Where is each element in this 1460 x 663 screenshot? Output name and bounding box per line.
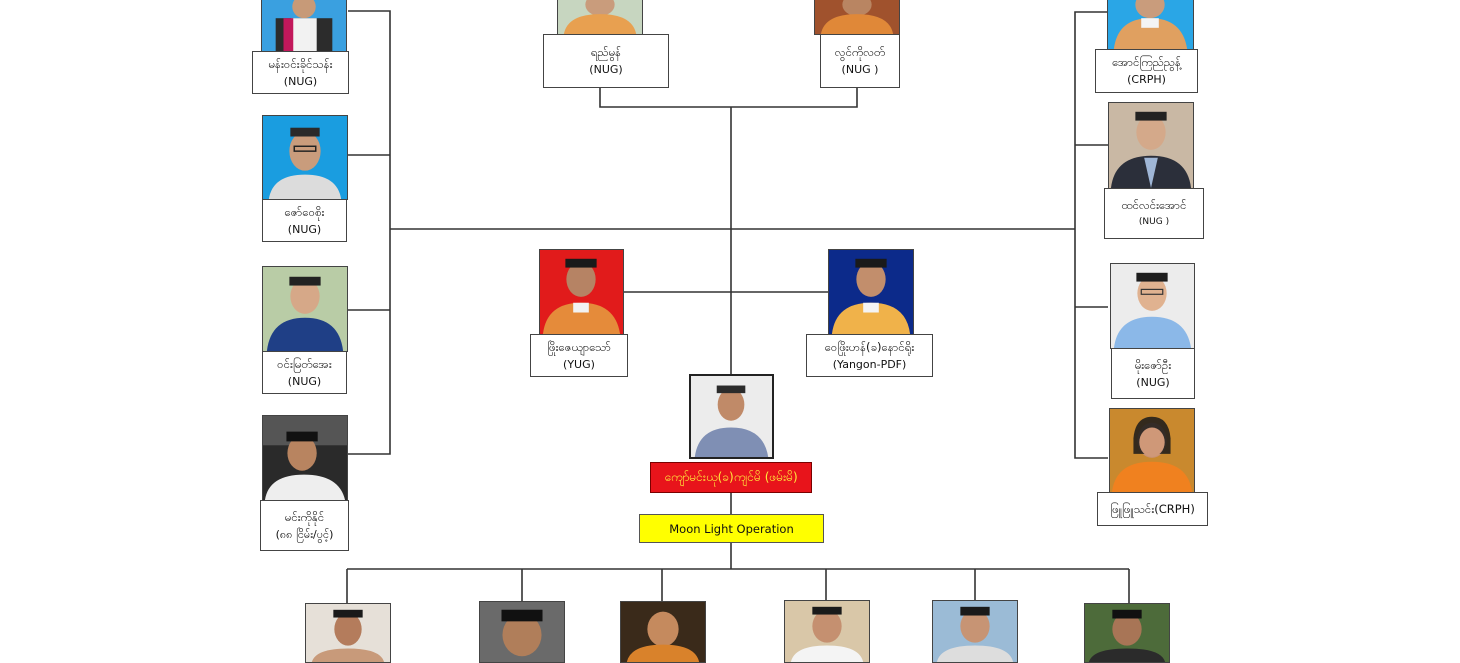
person-name: ဝင်းမြတ်အေး [277, 356, 332, 371]
person-org: (CRPH) [1127, 73, 1166, 86]
label-phyo-zeya-thaw: ဖြိုးဇေယျာသော် (YUG) [530, 334, 628, 377]
label-htin-lin-aung: ထင်လင်းအောင် (NUG ) [1104, 188, 1204, 239]
portrait-icon [480, 602, 564, 662]
person-org: (NUG) [287, 222, 322, 236]
person-org: (YUG) [563, 357, 595, 371]
photo-zaw-wai-soe [262, 115, 348, 200]
portrait-icon [1109, 103, 1193, 188]
photo-phyo-zeya-thaw [539, 249, 624, 335]
person-name: ထင်လင်းအောင် [1121, 197, 1187, 212]
photo-center-person [689, 374, 774, 459]
person-name: မန်းဝင်းခိုင်သန်း [268, 56, 333, 71]
person-org: (NUG) [589, 63, 623, 76]
person-name: ဇော်ဝေစိုး [284, 204, 325, 219]
label-mann-win-khaing-than: မန်းဝင်းခိုင်သန်း (NUG) [252, 51, 349, 94]
person-org: (၈၈ ငြိမ်း/ပွင့်) [275, 527, 334, 541]
photo-moe-zaw-oo [1110, 263, 1195, 349]
portrait-icon [1111, 264, 1194, 348]
portrait-icon [1085, 604, 1169, 662]
label-min-ko-naing: မင်းကိုနိုင် (၈၈ ငြိမ်း/ပွင့်) [260, 500, 349, 551]
portrait-icon [262, 0, 346, 51]
portrait-icon [829, 250, 913, 334]
photo-bottom-4 [784, 600, 870, 663]
photo-aung-kyaw-ngwe [1107, 0, 1194, 50]
portrait-icon [785, 601, 869, 662]
operation-name-box: Moon Light Operation [639, 514, 824, 543]
person-org: (Yangon-PDF) [832, 357, 907, 371]
portrait-icon [306, 604, 390, 662]
photo-bottom-2 [479, 601, 565, 663]
center-name-box: ကျော်မင်းယု(ခ)ကျင်မိ (ဖမ်းမိ) [650, 462, 812, 493]
photo-win-myat-aye [262, 266, 348, 352]
person-name: ဖြူဖြူသင်း(CRPH) [1110, 501, 1195, 516]
photo-bottom-1 [305, 603, 391, 663]
person-name: မိုးဇော်ဦး [1134, 357, 1172, 372]
portrait-icon [933, 601, 1017, 662]
photo-wai-phyo-han [828, 249, 914, 335]
photo-bottom-5 [932, 600, 1018, 663]
photo-bottom-6 [1084, 603, 1170, 663]
photo-mann-win-khaing-than [261, 0, 347, 52]
label-yee-mon: ရည်မွန် (NUG) [543, 34, 669, 88]
portrait-icon [263, 267, 347, 351]
person-name: ဝေဖြိုးဟန်(ခ)နောင်ရိုး [824, 339, 915, 354]
portrait-icon [558, 0, 642, 34]
photo-phyu-phyu-thin [1109, 408, 1195, 493]
portrait-icon [263, 416, 347, 500]
label-aung-kyaw-ngwe: အောင်ကြည်ညွန့် (CRPH) [1095, 49, 1198, 93]
portrait-icon [263, 116, 347, 199]
photo-lwin-ko-latt [814, 0, 900, 35]
photo-htin-lin-aung [1108, 102, 1194, 189]
person-org: (NUG) [283, 74, 318, 88]
person-name: လွင်ကိုလတ် [834, 45, 886, 59]
label-moe-zaw-oo: မိုးဇော်ဦး (NUG) [1111, 348, 1195, 399]
portrait-icon [540, 250, 623, 334]
portrait-icon [691, 376, 772, 457]
photo-min-ko-naing [262, 415, 348, 501]
person-org: (NUG ) [1138, 216, 1170, 227]
photo-bottom-3 [620, 601, 706, 663]
portrait-icon [1110, 409, 1194, 492]
person-name: မင်းကိုနိုင် [284, 509, 325, 524]
label-lwin-ko-latt: လွင်ကိုလတ် (NUG ) [820, 34, 900, 88]
label-zaw-wai-soe: ဇော်ဝေစိုး (NUG) [262, 199, 347, 242]
label-phyu-phyu-thin: ဖြူဖြူသင်း(CRPH) [1097, 492, 1208, 526]
label-win-myat-aye: ဝင်းမြတ်အေး (NUG) [262, 351, 347, 394]
label-wai-phyo-han: ဝေဖြိုးဟန်(ခ)နောင်ရိုး (Yangon-PDF) [806, 334, 933, 377]
person-name: ဖြိုးဇေယျာသော် [547, 339, 611, 354]
portrait-icon [621, 602, 705, 662]
person-org: (NUG ) [841, 63, 879, 76]
person-org: (NUG) [1136, 375, 1170, 389]
portrait-icon [1108, 0, 1193, 49]
person-name: အောင်ကြည်ညွန့် [1112, 55, 1181, 69]
person-org: (NUG) [287, 374, 322, 388]
portrait-icon [815, 0, 899, 34]
person-name: ရည်မွန် [590, 45, 622, 59]
photo-yee-mon [557, 0, 643, 35]
